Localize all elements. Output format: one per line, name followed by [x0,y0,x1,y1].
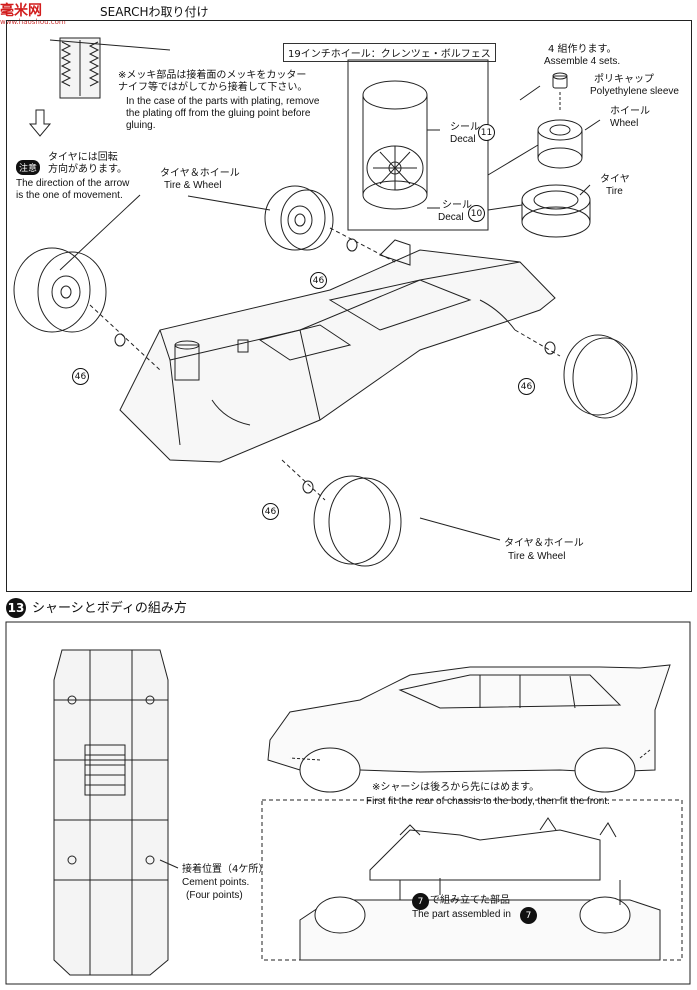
assembled-part-jp: で組み立てた部品 [430,895,510,906]
watermark-url: www.haoshou.com [0,18,66,26]
step13-number: 13 [6,598,26,618]
decal-b-en: Decal [438,212,464,223]
decal-b-number: 10 [468,205,485,222]
chassis-topview [53,649,169,976]
decal-a-en: Decal [450,134,476,145]
wheel-front-left [264,185,334,251]
poly-label-jp: ポリキャップ [594,74,654,85]
cement-points-en1: Cement points. [182,877,250,888]
plating-note-jp: ※メッキ部品は接着面のメッキをカッター ナイフ等ではがしてから接着して下さい。 [118,70,308,93]
wheel-detail-box [347,59,489,231]
direction-arrow-icon [28,109,52,137]
part-46-c: 46 [518,378,535,395]
tire-label-en: Tire [606,186,623,197]
arrow-note-jp: タイヤには回転 方向があります。 [48,152,127,175]
assemble-jp: 4 組作ります。 [548,44,617,55]
assembled-part-number-2: 7 [520,907,537,924]
tire-wheel-label-jp: タイヤ＆ホイール [160,168,240,179]
wheel-front-right [563,334,638,419]
arrow-note-en: The direction of the arrow is the one of… [16,178,130,201]
assembled-part-en: The part assembled in [412,909,511,920]
wheel-box-title: 19インチホイール：クレンツェ・ボルフェス [283,43,496,62]
assembled-part-number: 7 [412,893,429,910]
step13-panel [5,621,691,985]
watermark-logo-text: 毫米网 [0,3,42,19]
plating-note-en: In the case of the parts with plating, r… [126,96,320,131]
poly-label-en: Polyethylene sleeve [590,86,679,97]
watermark-logo: 毫米网 www.haoshou.com [0,0,66,26]
wheel-rear-right [313,475,402,567]
step12-title: SEARCHわ取り付け [100,5,209,19]
cement-points-en2: (Four points) [186,890,243,901]
step12-panel [6,20,692,592]
wheel-rear-left [13,247,107,333]
decal-a-number: 11 [478,124,495,141]
wheel-label-jp: ホイール [610,106,650,117]
tire-wheel-label-en: Tire & Wheel [164,180,222,191]
part-46-a: 46 [310,272,327,289]
rear-first-en: First fit the rear of chassis to the bod… [366,796,610,807]
tire-label-jp: タイヤ [600,174,630,185]
part-46-b: 46 [72,368,89,385]
tire-wheel-label2-en: Tire & Wheel [508,551,566,562]
wheel-label-en: Wheel [610,118,639,129]
part-46-d: 46 [262,503,279,520]
assemble-en: Assemble 4 sets. [544,56,621,67]
decal-b-jp: シール [442,200,472,211]
decal-a-jp: シール [450,122,480,133]
chassis-outline [119,249,556,463]
caution-badge: 注意 [16,160,41,175]
rear-first-jp: ※シャーシは後ろから先にはめます。 [372,782,540,793]
cement-points-jp: 接着位置（4ケ所） [182,864,269,875]
tread-pattern-icon [59,37,101,99]
tire-wheel-label2-jp: タイヤ＆ホイール [504,538,584,549]
step13-title: シャーシとボディの組み方 [32,601,187,616]
